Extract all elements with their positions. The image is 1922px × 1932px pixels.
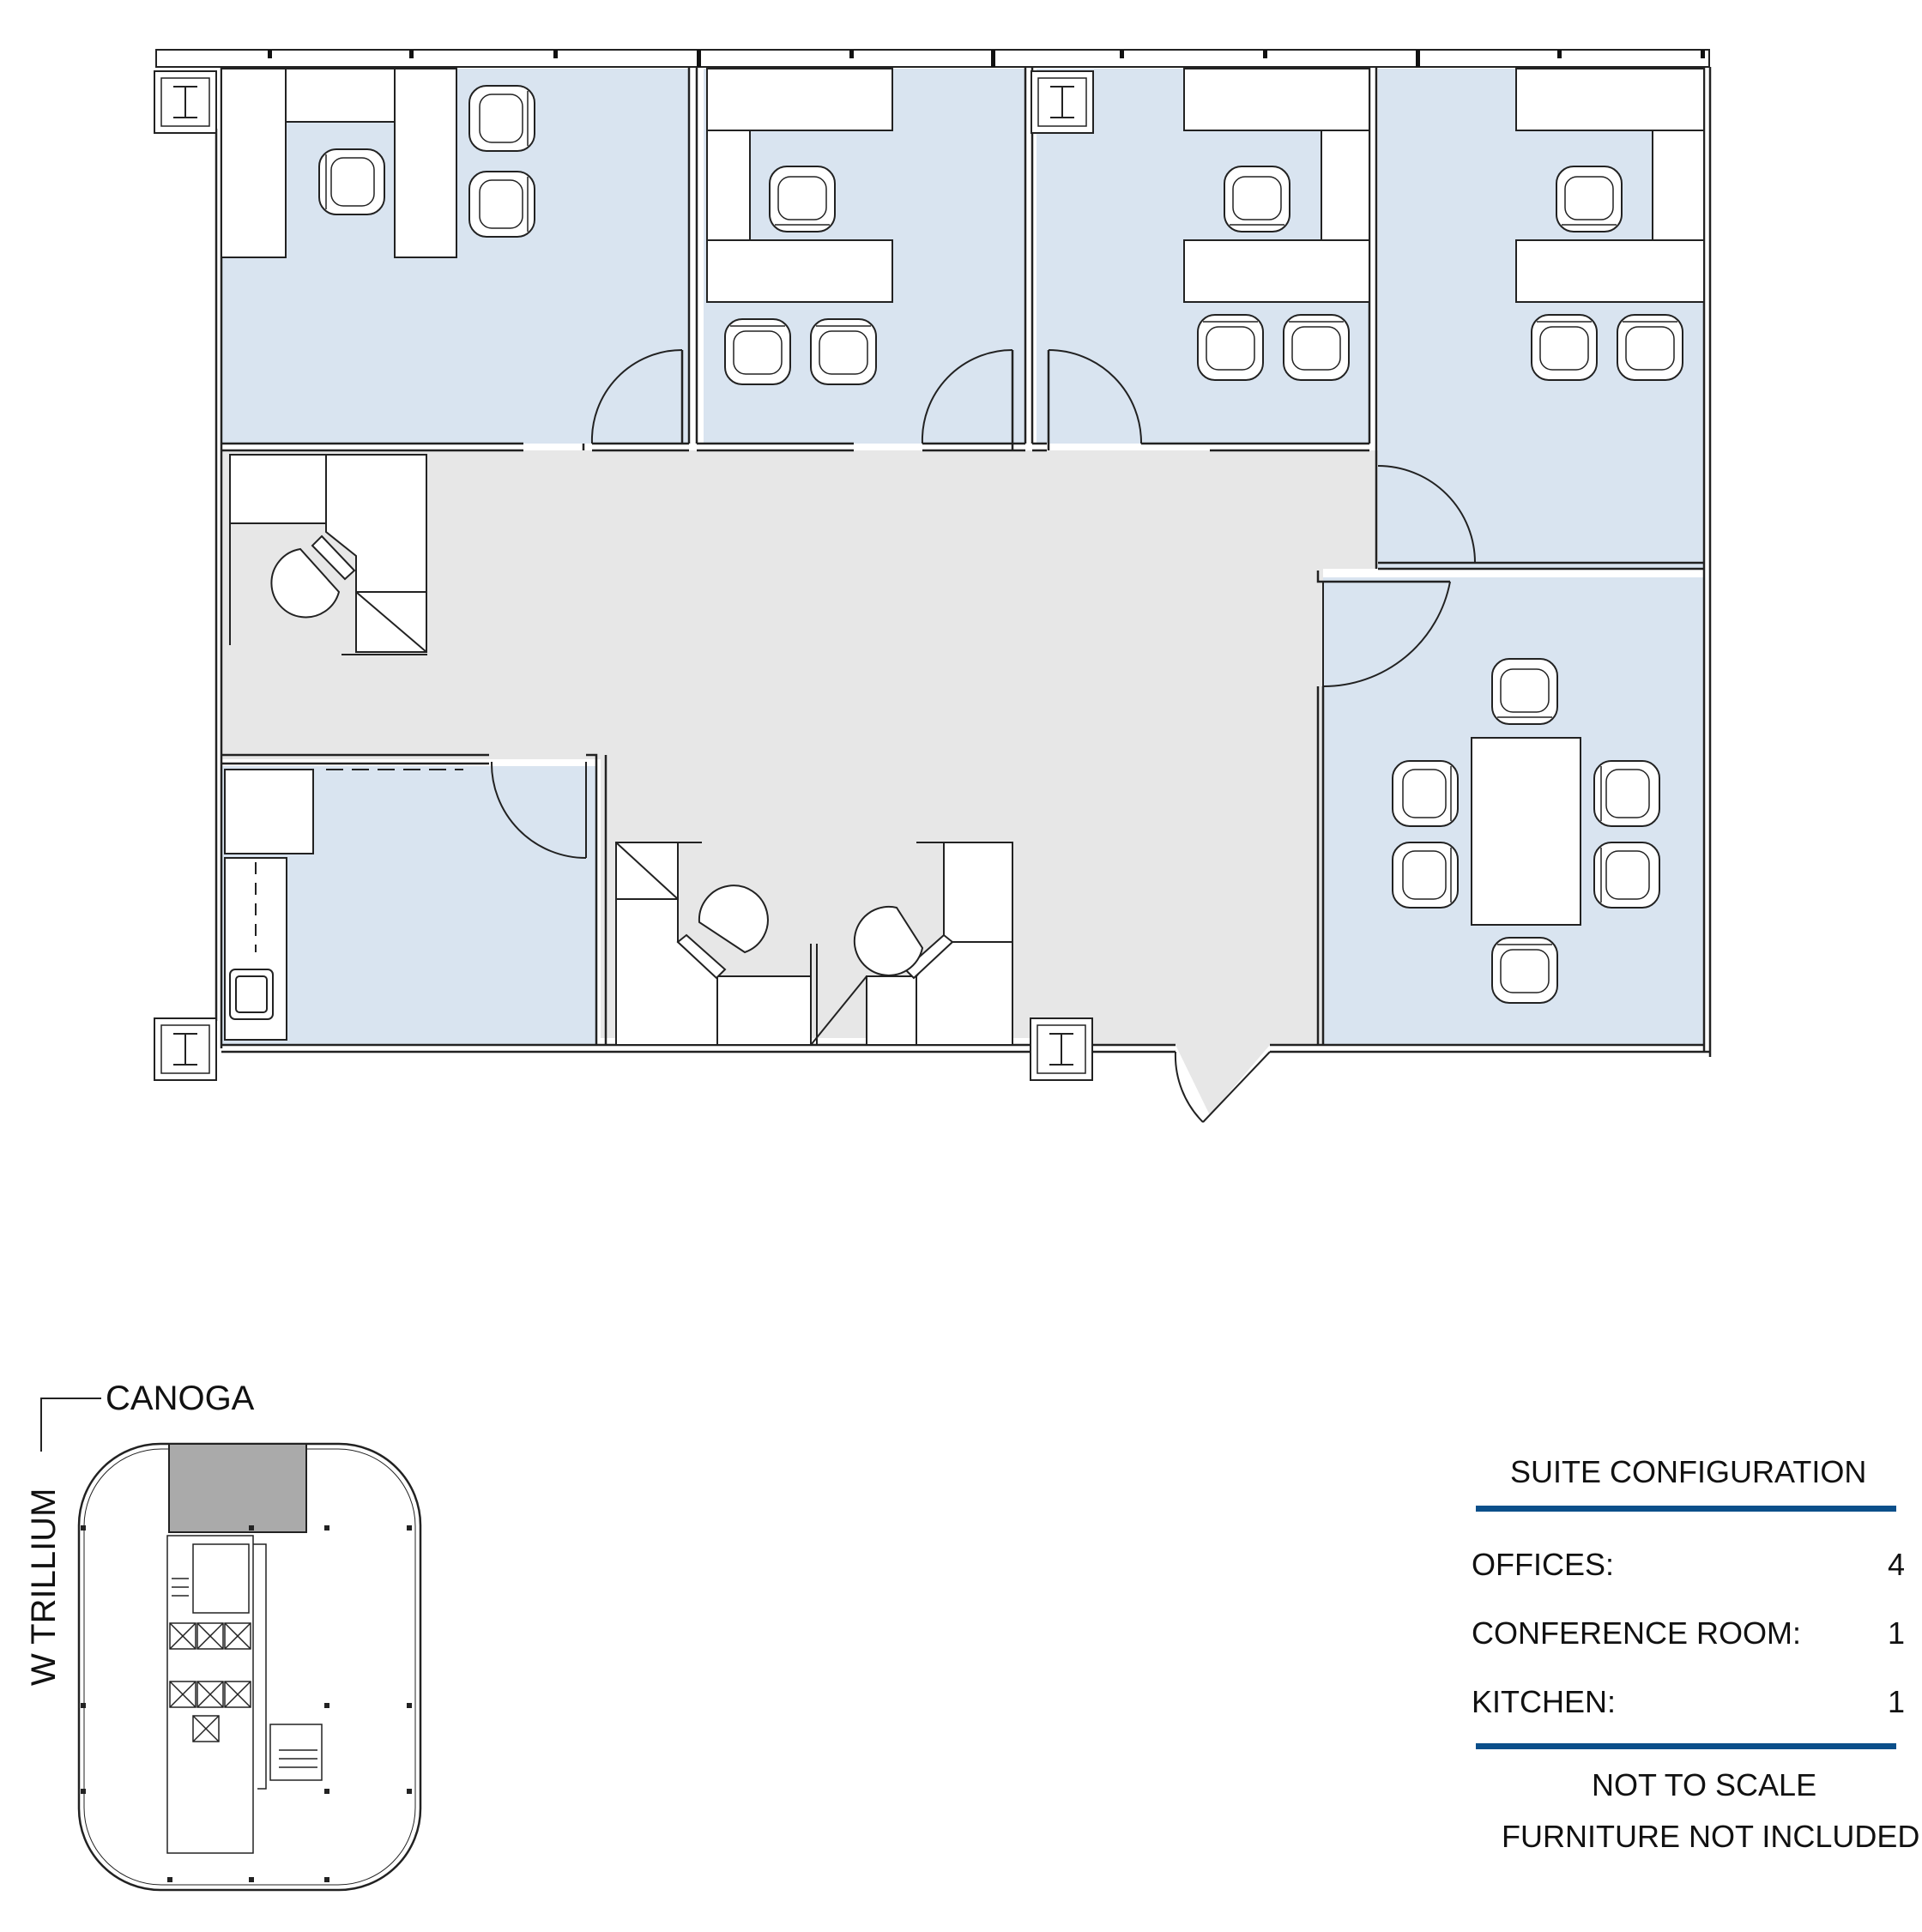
legend-kitchen-label: KITCHEN: (1472, 1684, 1617, 1719)
street-label-left: W TRILLIUM (25, 1488, 63, 1686)
office-2-furniture (706, 68, 893, 303)
legend-offices-value: 4 (1887, 1547, 1905, 1582)
reception-workstations (615, 842, 1013, 1046)
key-plan (40, 1398, 422, 1892)
legend-note-scale: NOT TO SCALE (1592, 1767, 1817, 1802)
office-1-furniture (221, 68, 457, 258)
legend-title: SUITE CONFIGURATION (1510, 1454, 1867, 1489)
office-4-furniture (1515, 68, 1705, 303)
legend-top-rule (1476, 1506, 1896, 1512)
corridor (221, 450, 1378, 1115)
legend-offices-label: OFFICES: (1472, 1547, 1615, 1582)
highlighted-suite (168, 1443, 307, 1533)
street-label-top: CANOGA (106, 1380, 255, 1417)
legend-note-furniture: FURNITURE NOT INCLUDED (1502, 1819, 1920, 1854)
window-wall (155, 49, 1710, 68)
door-swings (490, 349, 1476, 1123)
kitchen-cabinets (224, 769, 463, 1041)
legend-kitchen-value: 1 (1887, 1684, 1905, 1719)
conference-table (1471, 737, 1581, 926)
legend-conference-label: CONFERENCE ROOM: (1472, 1615, 1802, 1651)
legend-conference-value: 1 (1887, 1615, 1905, 1651)
office-3-furniture (1183, 68, 1370, 303)
workstation-left (229, 454, 427, 655)
legend-bottom-rule (1476, 1743, 1896, 1749)
